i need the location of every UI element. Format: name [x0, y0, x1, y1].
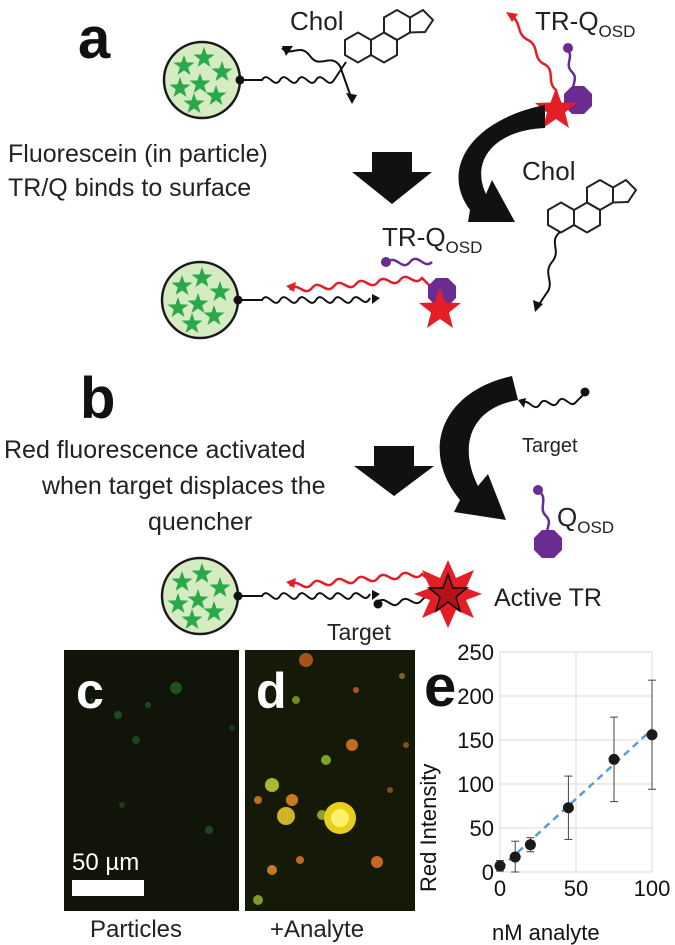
linker-a-bottom [242, 296, 371, 304]
down-arrow-a [352, 152, 432, 204]
chart-y-ticks: 0 50 100 150 200 250 [457, 640, 494, 885]
scale-bar-label: 50 µm [72, 849, 139, 876]
chart-x-ticks: 0 50 100 [494, 876, 670, 901]
caption-d: +Analyte [270, 916, 364, 943]
data-point [562, 802, 574, 814]
cholesterol-structure-top [344, 9, 434, 64]
target-strand-right [521, 393, 585, 409]
linker-b [242, 592, 371, 600]
down-arrow-b [354, 446, 434, 496]
caption-b-line1: Red fluorescence activated [4, 436, 306, 464]
cholesterol-structure-right [547, 179, 637, 234]
red-strand-a-bottom [289, 275, 441, 297]
chart-ylabel: Red Intensity [416, 764, 441, 892]
x-tick-label: 100 [634, 876, 671, 901]
panel-a-letter: a [78, 6, 111, 71]
y-tick-label: 100 [457, 772, 494, 797]
data-point [608, 753, 620, 765]
target-right-label: Target [522, 435, 578, 457]
panel-c-letter: c [76, 663, 104, 719]
red-strand-top [511, 15, 562, 107]
y-tick-label: 250 [457, 640, 494, 665]
chol-strand-top [281, 47, 353, 101]
chol-top-label: Chol [290, 6, 343, 36]
trend-line [499, 728, 653, 870]
chart-grid [499, 651, 653, 873]
chart-marks [494, 679, 658, 873]
y-tick-label: 200 [457, 684, 494, 709]
chart-xlabel: nM analyte [492, 920, 600, 945]
tr-q-top-label: TR-QOSD [535, 6, 635, 41]
panel-e-letter: e [424, 654, 456, 719]
chol-right-label: Chol [522, 156, 575, 186]
scale-bar [72, 880, 144, 896]
target-bottom-label: Target [327, 619, 392, 645]
x-tick-label: 50 [564, 876, 588, 901]
quencher-b [534, 530, 562, 558]
curved-arrow-a [458, 105, 545, 222]
y-tick-label: 150 [457, 728, 494, 753]
active-tr-burst [414, 560, 482, 628]
caption-c: Particles [90, 916, 182, 943]
data-point [494, 860, 506, 872]
particle-a-top [164, 42, 245, 118]
y-tick-label: 50 [470, 816, 494, 841]
red-strand-b [289, 571, 441, 591]
particle-a-bottom [162, 262, 243, 338]
linker-a-top [244, 61, 347, 84]
tr-q-bottom-label: TR-QOSD [382, 222, 482, 257]
active-tr-label: Active TR [494, 584, 602, 612]
caption-a-line1: Fluorescein (in particle) [8, 140, 268, 168]
panel-b-letter: b [80, 366, 115, 431]
q-osd-label: QOSD [557, 502, 614, 537]
panel-d-letter: d [256, 663, 287, 719]
chol-strand-right [537, 231, 561, 307]
x-tick-label: 0 [494, 876, 506, 901]
purple-strand-a-bottom [387, 257, 433, 267]
micrograph-d [245, 650, 415, 911]
curved-arrow-b [439, 376, 518, 520]
particle-b [162, 558, 243, 634]
caption-a-line2: TR/Q binds to surface [8, 174, 251, 202]
caption-b-line2: when target displaces the [41, 472, 326, 500]
data-point [646, 729, 658, 741]
chart-e: e 0 50 100 150 200 250 0 50 100 Red Intensity n… [416, 640, 670, 945]
data-point [524, 839, 536, 851]
y-tick-label: 0 [482, 860, 494, 885]
micrograph-c [64, 650, 239, 911]
caption-b-line3: quencher [148, 508, 252, 536]
data-point [509, 851, 521, 863]
